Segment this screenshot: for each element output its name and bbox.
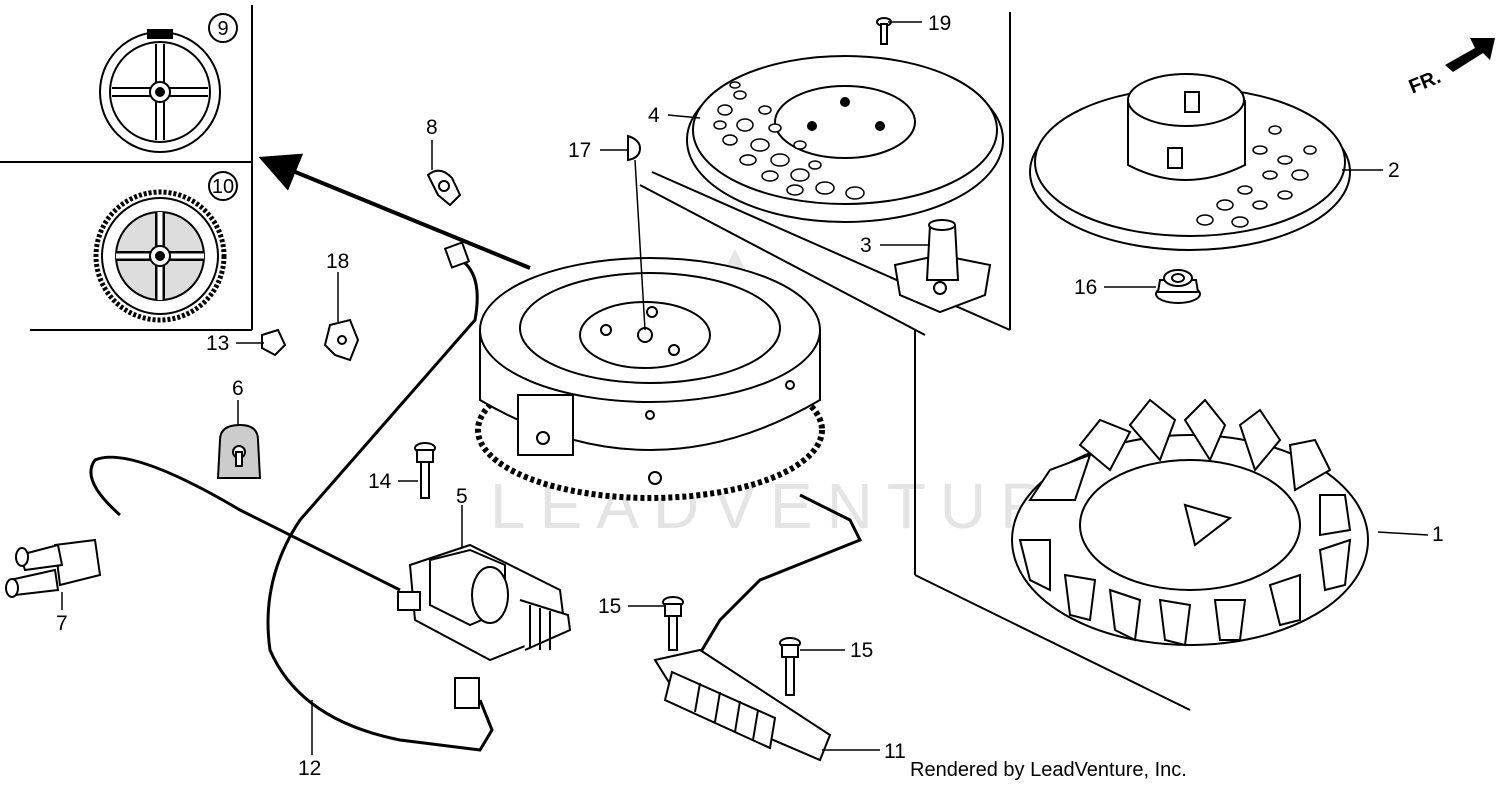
flywheel [475,257,825,501]
callout-16-label: 16 [1074,276,1097,299]
callout-14-label: 14 [368,470,392,493]
part-1-fan [1011,398,1369,647]
callout-11-label: 11 [884,740,906,763]
part-18-clamp [323,318,360,362]
callout-18-label: 18 [326,250,349,273]
part-6-grommet [216,423,262,479]
part-2-starter-cup [1029,73,1351,251]
callout-17-label: 17 [568,139,591,162]
callout-2-label: 2 [1388,159,1400,182]
part-16-nut [1155,269,1201,304]
callout-5-label: 5 [456,485,468,508]
part-10-pulley [93,189,227,323]
callout-1-label: 1 [1432,523,1444,546]
callout-3-label: 3 [860,234,872,257]
credit-text: Rendered by LeadVenture, Inc. [910,759,1187,781]
part-11-exciter-coil [653,648,832,762]
part-3-bracket [893,219,992,314]
part-15-bolt-b [779,637,801,696]
callout-13-label: 13 [206,332,229,355]
callout-4-label: 4 [648,104,660,127]
inset-arrow [258,153,531,270]
front-direction-label: FR. [1406,66,1444,98]
callout-8-label: 8 [426,116,438,139]
leader-lines [61,21,1429,755]
inset-box [0,5,253,331]
callout-15b-label: 15 [850,639,873,662]
part-7-fitting [5,538,102,598]
callout-7-label: 7 [56,612,68,635]
callout-15a-label: 15 [598,595,621,618]
wires [89,253,863,752]
callout-12-label: 12 [298,757,321,780]
part-15-bolt-a [662,596,684,651]
part-13-clip [261,328,287,357]
callout-6-label: 6 [232,377,244,400]
callout-9-label: 9 [217,18,228,40]
part-9-pulley [99,29,221,153]
part-5-ignition-coil [397,543,572,662]
callout-9-badge: 9 [208,13,238,43]
part-8-clip [426,169,462,207]
part-4-plate [686,55,1004,223]
connector-12 [443,241,480,709]
callout-10-badge: 10 [208,171,238,201]
part-17-key [627,134,642,162]
boundary-lines [639,12,1191,711]
front-direction-indicator: FR. [1406,38,1495,98]
callout-10-label: 10 [212,176,234,198]
part-14-bolt [414,442,436,499]
callout-labels: 1 2 3 4 5 6 7 8 11 12 13 14 15 15 16 17 … [56,12,1444,780]
callout-19-label: 19 [928,12,951,35]
